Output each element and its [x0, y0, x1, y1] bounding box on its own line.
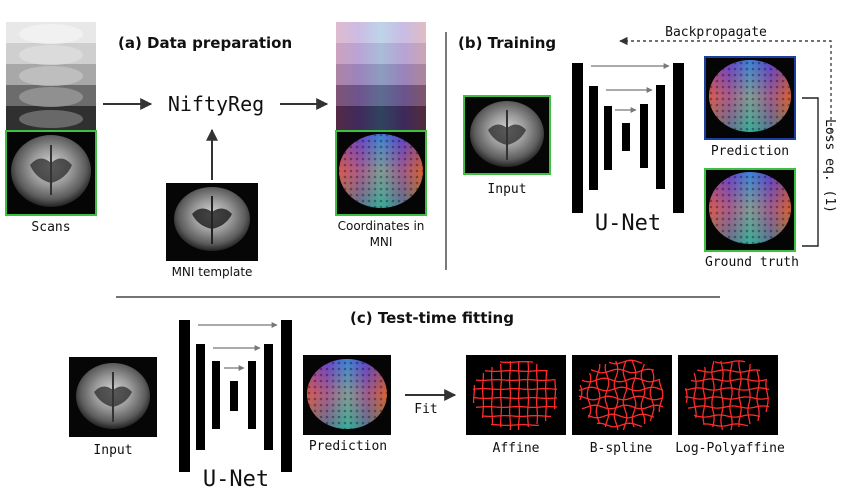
grid-line-horizontal — [596, 422, 643, 428]
grid-line-horizontal — [590, 368, 655, 374]
unet-training — [572, 63, 684, 213]
grid-line-horizontal — [684, 387, 770, 391]
grid-line-vertical — [472, 385, 476, 403]
panel-a-title: (a) Data preparation — [118, 34, 292, 52]
mni-template-label: MNI template — [172, 265, 253, 279]
grid-line-horizontal — [684, 396, 770, 400]
fit-label: Fit — [414, 402, 437, 417]
fitting-prediction-image — [303, 355, 391, 435]
grid-line-horizontal — [491, 423, 539, 427]
grid-line-vertical — [490, 366, 494, 424]
backprop-label: Backpropagate — [665, 25, 767, 40]
grid-line-vertical — [747, 363, 751, 425]
mni-template-image — [166, 183, 258, 261]
fitting-unet-label: U-Net — [203, 467, 269, 492]
grid-line-vertical — [720, 360, 724, 431]
grid-line-horizontal — [578, 395, 664, 401]
scans-label: Scans — [31, 220, 70, 235]
coords-stack — [336, 22, 426, 130]
scan-brain-image — [5, 130, 97, 216]
panel-b-title: (b) Training — [458, 34, 556, 52]
grid-line-horizontal — [578, 386, 664, 392]
affine-label: Affine — [493, 441, 540, 456]
niftyreg-label: NiftyReg — [168, 92, 264, 116]
panel-c-title: (c) Test-time fitting — [350, 309, 514, 327]
grid-line-horizontal — [581, 377, 661, 383]
grid-line-horizontal — [690, 378, 767, 382]
grid-line-vertical — [604, 363, 610, 428]
grid-line-horizontal — [693, 414, 761, 418]
grid-line-vertical — [685, 387, 688, 404]
grid-line-vertical — [499, 363, 503, 428]
grid-line-horizontal — [472, 396, 558, 400]
ground-truth-label: Ground truth — [705, 255, 799, 270]
grid-line-vertical — [658, 378, 664, 413]
coords-label-line1: Coordinates in — [338, 219, 425, 233]
grid-line-horizontal — [687, 405, 770, 409]
fitting-input-label: Input — [93, 443, 132, 458]
training-input-label: Input — [487, 182, 526, 197]
grid-line-vertical — [586, 372, 592, 419]
grid-line-horizontal — [696, 369, 761, 373]
grid-line-vertical — [517, 360, 521, 430]
loss-label: Loss eq. (1) — [822, 119, 837, 213]
bspline-label: B-spline — [590, 441, 653, 456]
coords-label-line2: MNI — [370, 235, 393, 249]
affine-grid-image — [466, 355, 566, 435]
log-polyaffine-label: Log-Polyaffine — [675, 441, 785, 456]
grid-line-vertical — [595, 364, 601, 425]
grid-line-vertical — [508, 360, 512, 431]
grid-line-horizontal — [475, 378, 555, 382]
grid-line-vertical — [649, 369, 655, 422]
grid-line-horizontal — [472, 387, 558, 391]
log-polyaffine-grid-image — [678, 355, 778, 435]
grid-line-horizontal — [714, 360, 746, 364]
grid-line-vertical — [544, 369, 548, 422]
training-prediction-image — [704, 56, 796, 140]
training-input-image — [463, 95, 551, 175]
grid-line-horizontal — [608, 359, 643, 365]
grid-line-vertical — [702, 366, 706, 425]
grid-line-horizontal — [481, 414, 552, 418]
unet-fitting — [179, 320, 292, 472]
loss-bracket — [802, 97, 819, 247]
grid-line-vertical — [622, 360, 628, 431]
ground-truth-image — [704, 168, 796, 252]
grid-line-vertical — [729, 360, 733, 431]
grid-line-vertical — [613, 360, 619, 431]
grid-line-horizontal — [475, 405, 558, 409]
coords-image — [335, 130, 427, 216]
grid-line-vertical — [756, 369, 760, 422]
grid-line-horizontal — [581, 404, 664, 410]
grid-line-vertical — [579, 384, 583, 401]
fitting-input-image — [69, 357, 157, 437]
scans-stack — [6, 22, 96, 130]
training-unet-label: U-Net — [595, 211, 661, 236]
training-prediction-label: Prediction — [711, 144, 789, 159]
bspline-grid-image — [572, 355, 672, 435]
backprop-arrow — [619, 36, 832, 138]
grid-line-horizontal — [484, 369, 549, 373]
grid-line-horizontal — [702, 423, 749, 427]
grid-line-vertical — [535, 363, 539, 425]
fitting-prediction-label: Prediction — [309, 439, 387, 454]
grid-line-horizontal — [499, 360, 534, 364]
grid-line-horizontal — [587, 413, 655, 419]
grid-line-vertical — [553, 378, 557, 410]
